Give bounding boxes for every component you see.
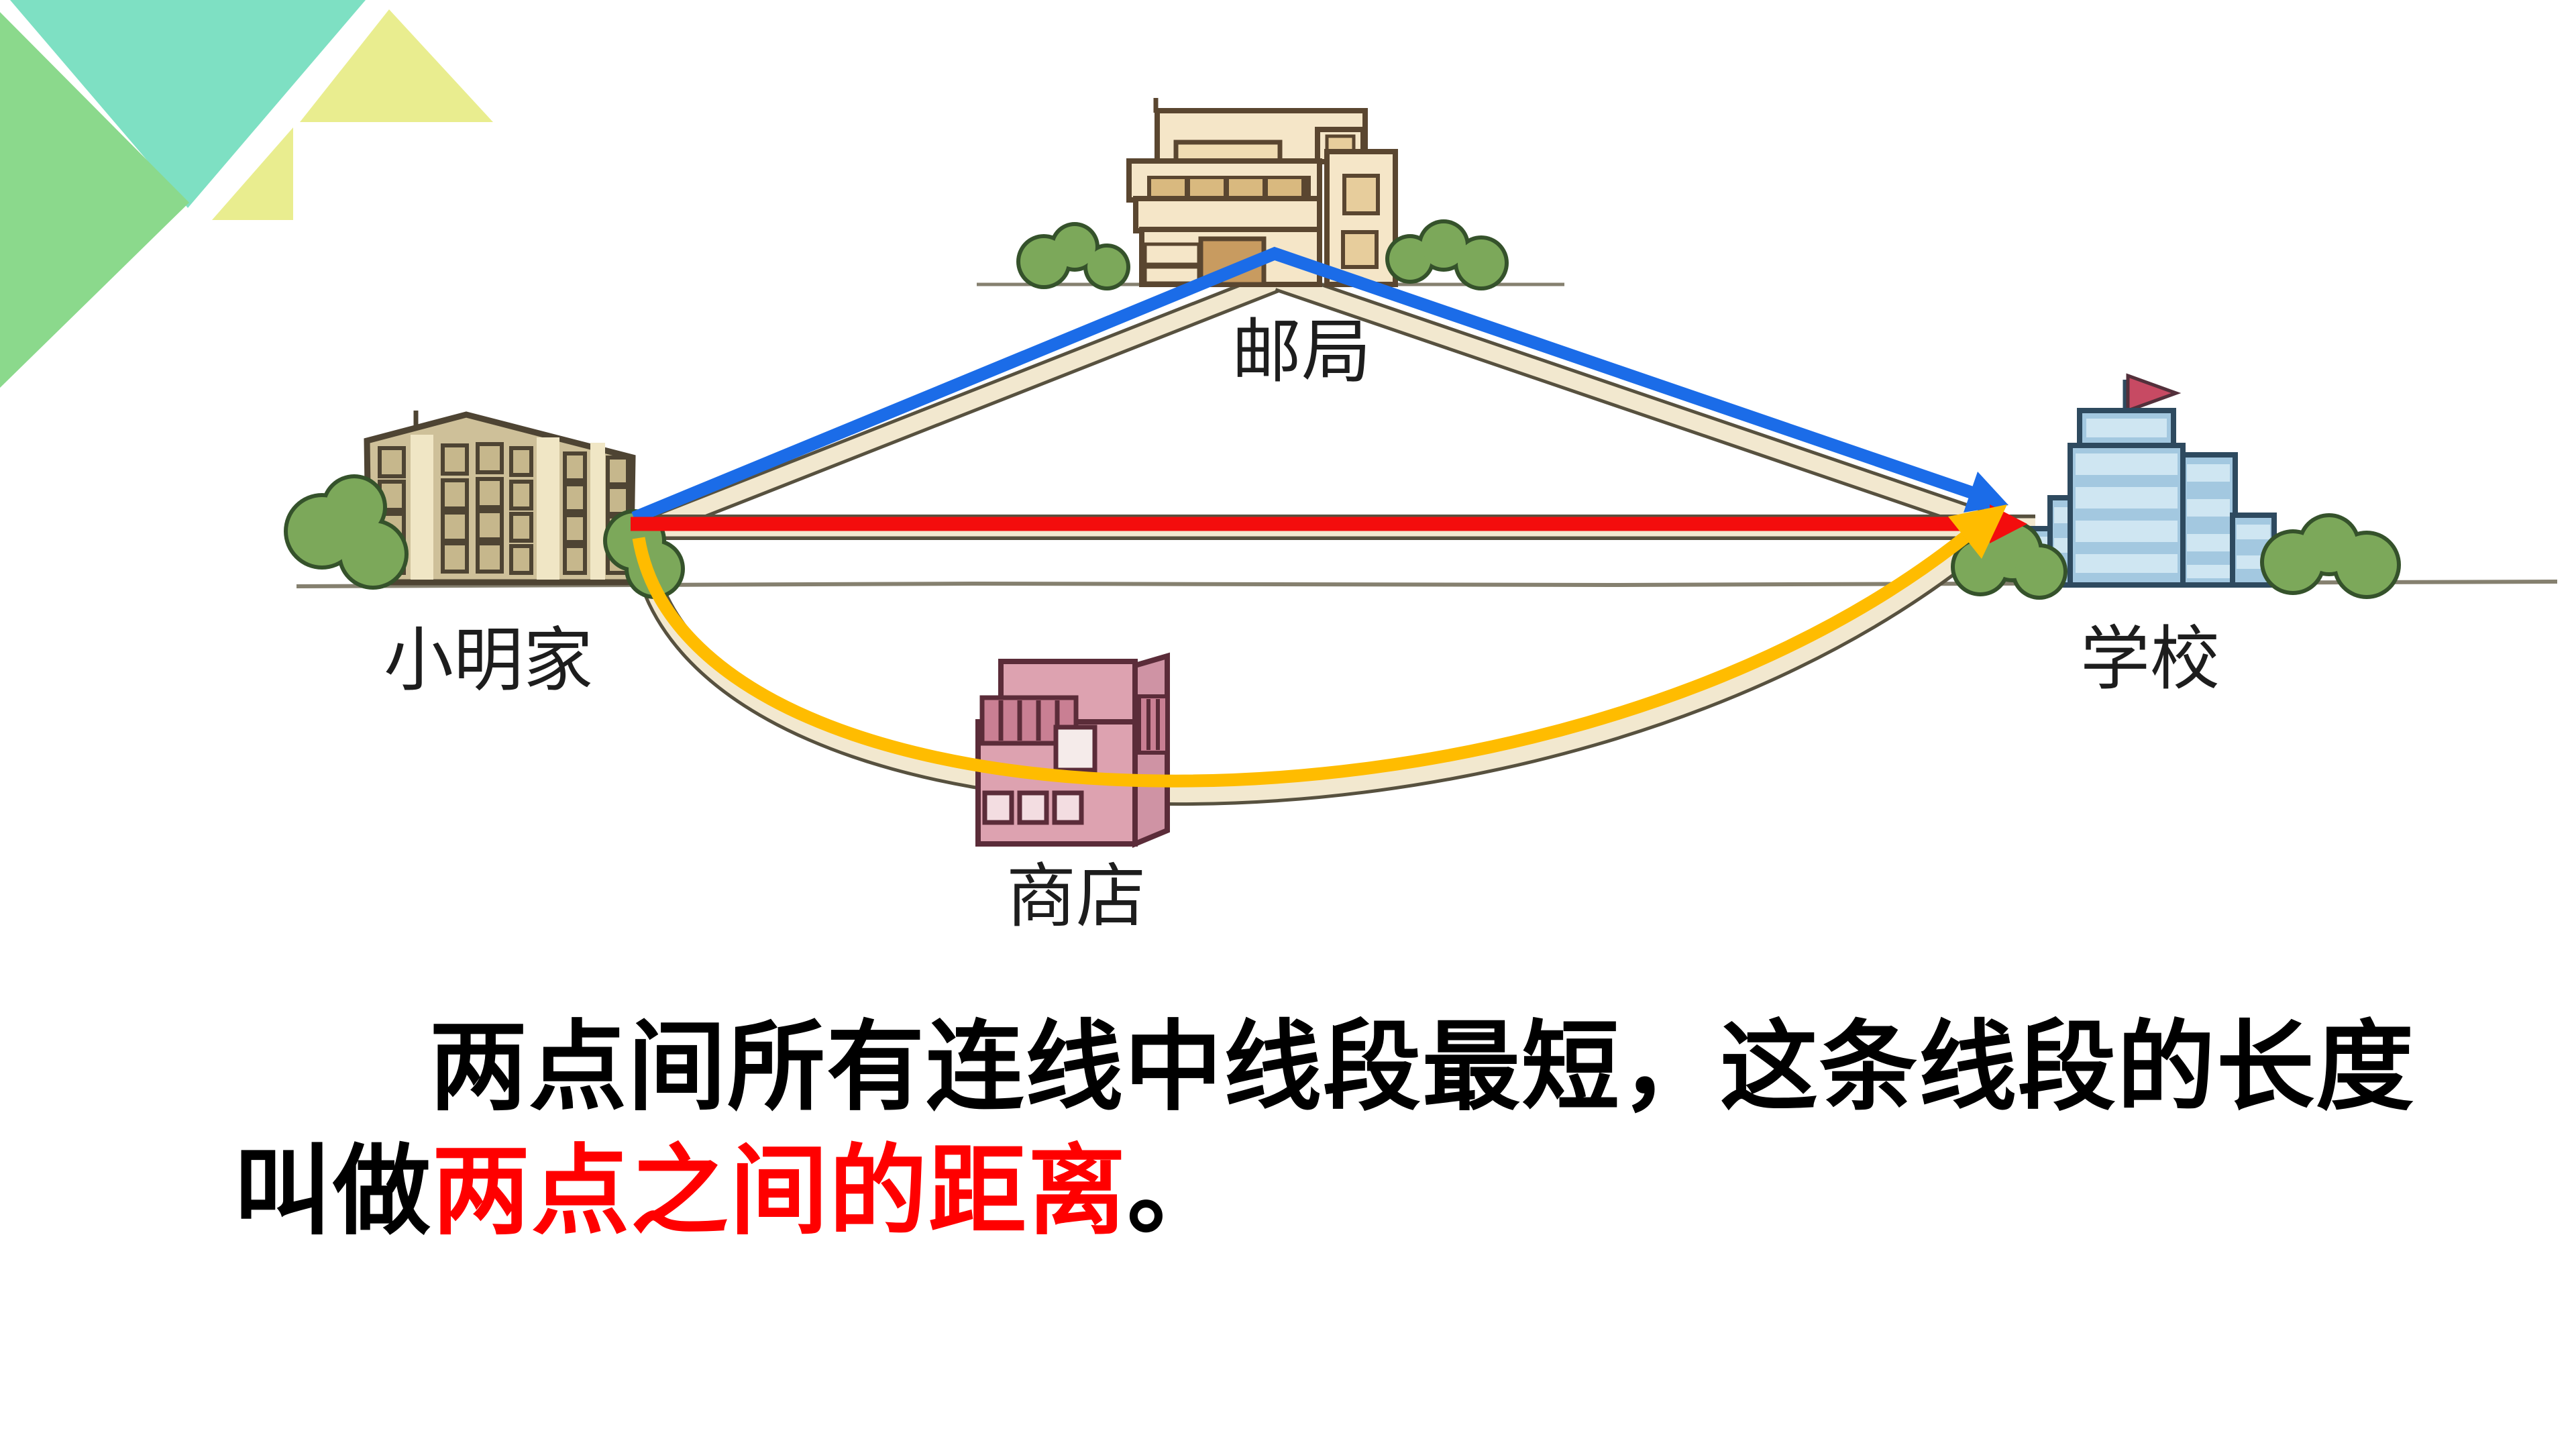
bush <box>325 478 383 536</box>
caption: 两点间所有连线中线段最短，这条线段的长度 叫做两点之间的距离。 <box>233 1005 2447 1254</box>
window <box>443 543 467 572</box>
building-school <box>2028 373 2277 588</box>
caption-line2-suffix: 。 <box>1127 1136 1226 1246</box>
stripe <box>590 443 605 580</box>
window <box>478 543 502 572</box>
bush-school-left <box>1951 521 2068 600</box>
window <box>608 458 628 484</box>
caption-line2-highlight: 两点之间的距离 <box>432 1136 1127 1246</box>
bush <box>2337 535 2397 595</box>
window <box>478 479 502 507</box>
window <box>511 546 531 573</box>
window <box>565 515 585 542</box>
caption-line2-prefix: 叫做 <box>233 1136 432 1246</box>
window <box>443 480 467 508</box>
window <box>1053 724 1097 773</box>
window <box>443 513 467 541</box>
bush <box>2015 547 2063 596</box>
blue-arrowhead <box>1964 472 2008 513</box>
deco-triangle-teal <box>10 0 366 208</box>
window-row <box>2076 487 2178 508</box>
window <box>1151 179 1185 197</box>
bush <box>1389 238 1431 280</box>
yellow-route-line <box>632 532 1969 788</box>
window <box>478 511 502 539</box>
flag <box>2126 373 2182 413</box>
window <box>565 484 585 511</box>
road-surface <box>1276 272 2037 546</box>
bush-post-office-right <box>1385 219 1509 290</box>
building-shop <box>975 652 1170 848</box>
bush <box>1087 248 1126 286</box>
panel <box>1143 265 1201 285</box>
window-row <box>2086 419 2167 437</box>
bush-home-left <box>284 474 409 590</box>
window <box>565 453 585 480</box>
label-shop: 商店 <box>1006 858 1146 936</box>
label-school: 学校 <box>2080 621 2220 698</box>
window-row <box>2187 565 2230 578</box>
corner-decoration <box>0 0 493 388</box>
road-surface <box>635 543 1975 803</box>
window <box>982 790 1014 825</box>
window-row <box>2187 499 2230 517</box>
window-row <box>2076 521 2178 542</box>
label-post-office: 邮局 <box>1232 313 1371 391</box>
deco-triangle-yellow-large <box>300 9 493 122</box>
window <box>1342 174 1380 215</box>
caption-line1: 两点间所有连线中线段最短，这条线段的长度 <box>429 1012 2415 1122</box>
window <box>1190 179 1224 197</box>
blue-route-line <box>631 246 1980 524</box>
window <box>608 487 628 514</box>
stripe <box>411 435 433 580</box>
window <box>511 514 531 541</box>
window-row <box>2187 464 2230 482</box>
middle-band <box>1133 196 1322 233</box>
window-row <box>2076 453 2178 475</box>
window <box>1341 230 1379 269</box>
window <box>511 448 531 475</box>
route-via-post-office <box>631 246 2008 524</box>
window <box>511 482 531 508</box>
panel <box>1143 242 1201 266</box>
road-surface <box>637 272 1282 539</box>
bush-school-right <box>2260 513 2401 599</box>
window <box>380 448 404 476</box>
deco-triangle-yellow-small <box>212 127 293 220</box>
road-post-office-to-school <box>1275 269 2038 549</box>
road-home-to-shop-to-school <box>631 541 1977 806</box>
bush <box>1054 226 1095 268</box>
window-row <box>2237 525 2270 539</box>
window <box>1017 790 1049 825</box>
bush <box>1458 239 1505 286</box>
window-row <box>2076 554 2178 573</box>
bush <box>1421 223 1466 268</box>
window <box>478 444 502 472</box>
deco-triangle-green <box>0 12 189 388</box>
label-xiaoming-home: 小明家 <box>384 622 593 700</box>
window-row <box>2187 534 2230 551</box>
route-via-shop <box>632 504 2007 788</box>
caption-paragraph: 两点间所有连线中线段最短，这条线段的长度 叫做两点之间的距离。 <box>233 1005 2447 1254</box>
road-home-to-post-office <box>636 270 1283 542</box>
window <box>1052 790 1084 825</box>
yellow-arrowhead <box>1948 504 2007 559</box>
window <box>1268 179 1301 197</box>
bush <box>341 523 405 586</box>
stripe <box>537 437 559 580</box>
window <box>443 445 467 474</box>
building-xiaoming-home <box>364 411 636 586</box>
side-window-band <box>1137 694 1169 755</box>
window <box>1229 179 1263 197</box>
bush-post-office-left <box>1016 222 1130 290</box>
window <box>565 546 585 573</box>
